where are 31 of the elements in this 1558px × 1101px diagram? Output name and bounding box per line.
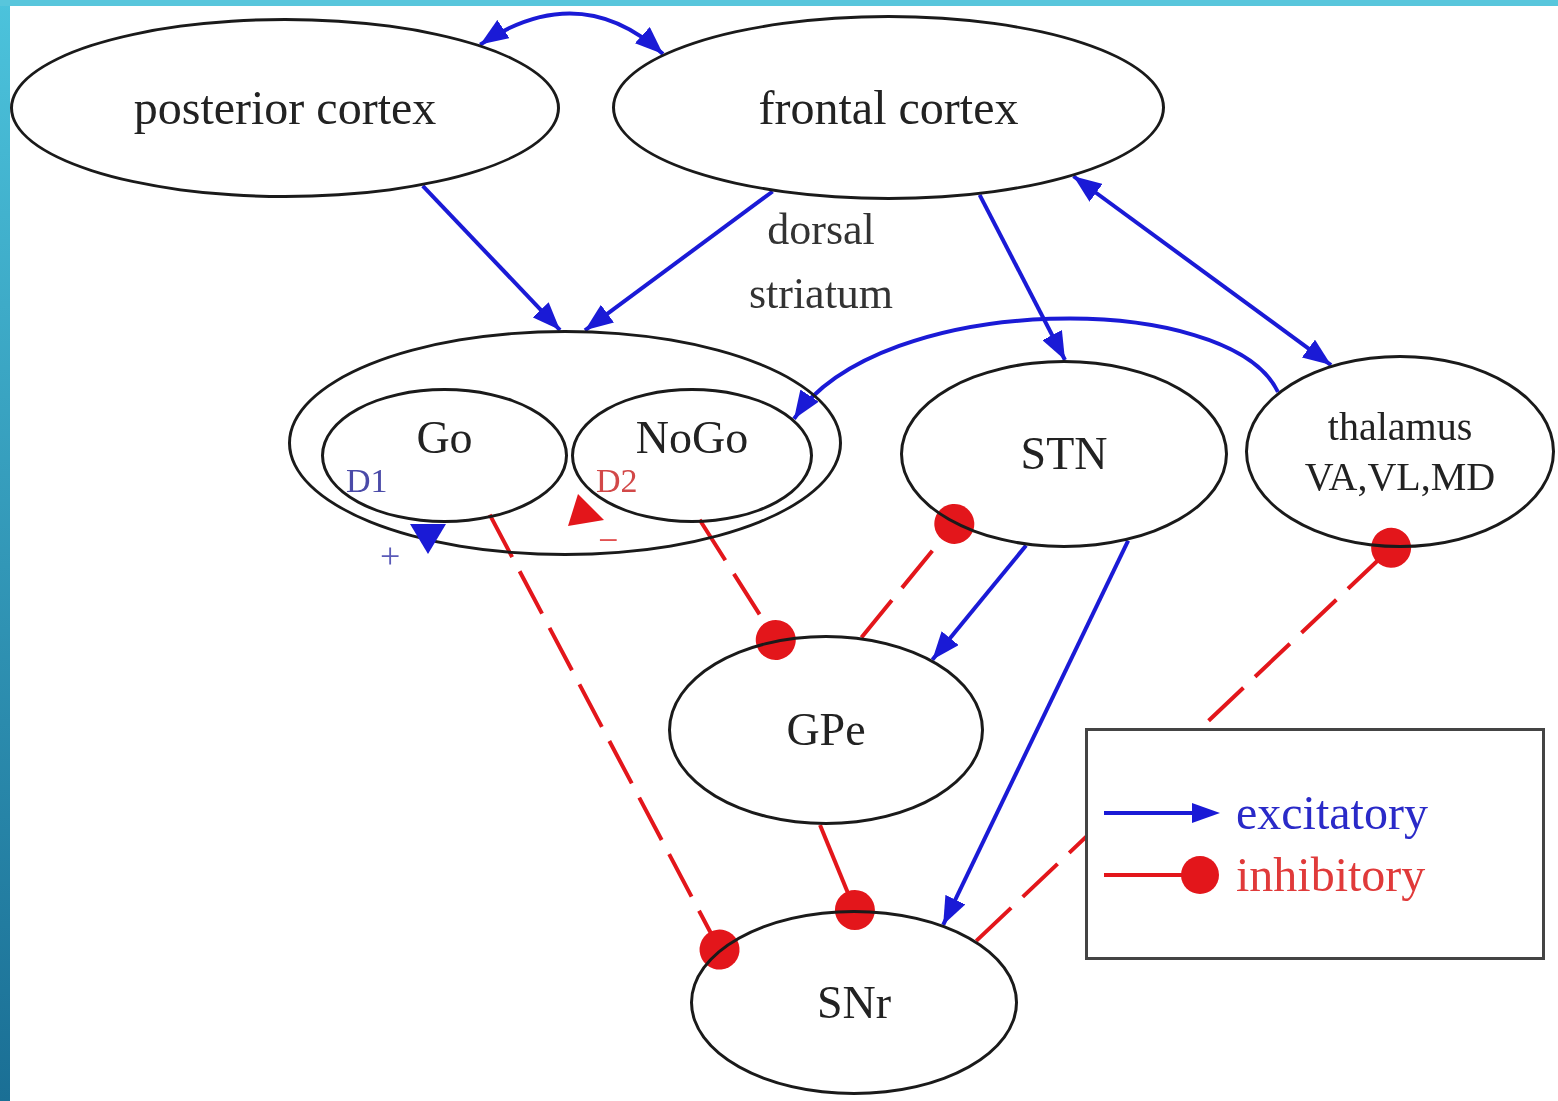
legend-label: excitatory [1236,789,1428,837]
connector-arrow [792,316,1280,421]
connector-arrow [1072,174,1333,367]
region-label: STN [1020,427,1108,482]
region-ellipse [321,388,568,523]
receptor-label: VA,VL,MD [1304,452,1496,501]
connector-arrow [583,189,774,332]
region-label: thalamus [1327,402,1473,451]
region-ellipse [900,360,1228,548]
sign-label: − [598,522,619,558]
region-label: SNr [816,975,892,1030]
connector-arrow [479,11,665,56]
region-label: Go [416,410,473,465]
connector-arrow [421,184,562,332]
region-label: frontal cortex [758,79,1019,136]
connector-arrow [977,193,1067,361]
region-ellipse [668,635,984,825]
connector-arrow [930,544,1028,662]
receptor-label: D2 [596,461,638,501]
region-ellipse [612,15,1165,200]
region-label: posterior cortex [133,80,437,136]
region-label: GPe [786,703,866,758]
sign-label: + [380,538,401,574]
connector-arrow [941,539,1130,926]
region-ellipse [1245,355,1555,548]
receptor-label: D1 [346,461,388,501]
region-label: dorsal striatum [747,204,895,320]
region-ellipse [10,18,560,198]
region-label: NoGo [635,410,749,465]
region-ellipse [690,910,1018,1095]
legend-label: inhibitory [1236,851,1426,899]
